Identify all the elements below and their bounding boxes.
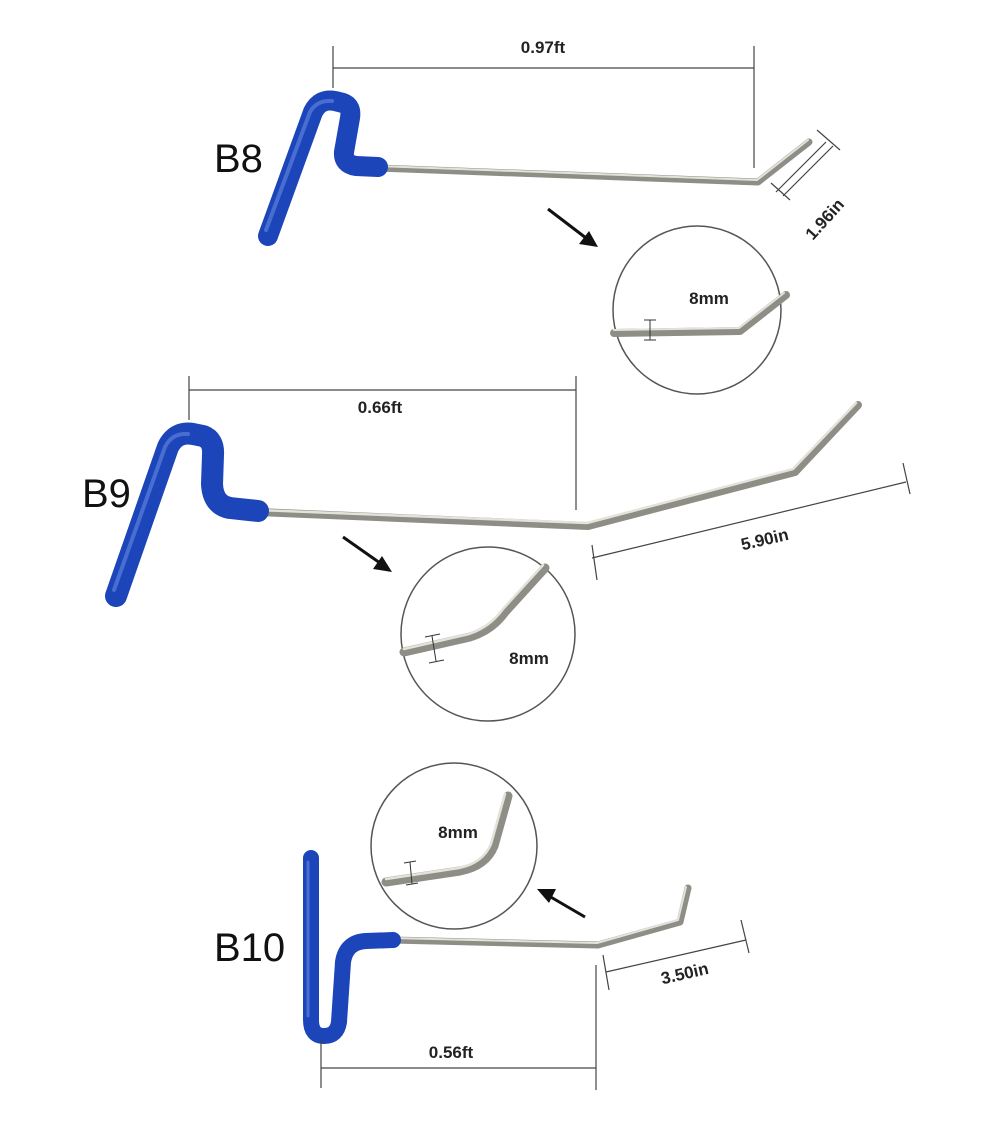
tip-length-label-b9: 5.90in [739,525,790,554]
arrow-b8 [547,207,598,247]
tool-b8: B8 0.97ft 1.96in [214,38,848,395]
length-dimension-b10: 0.56ft [320,965,597,1090]
zoom-circle-b10: 8mm [370,762,538,930]
tip-dimension-b10: 3.50in [602,919,750,991]
arrow-b9 [342,535,392,572]
length-label-b8: 0.97ft [521,38,566,57]
tool-label-b10: B10 [214,926,285,970]
diameter-label-b9: 8mm [509,649,549,668]
tool-label-b9: B9 [82,472,131,516]
tip-length-label-b10: 3.50in [659,959,710,988]
length-dimension-b9: 0.66ft [188,376,577,510]
zoom-circle-b8: 8mm [610,225,790,395]
diameter-label-b8: 8mm [689,289,729,308]
zoom-circle-b9: 8mm [399,546,576,722]
rod-b10 [388,884,692,949]
handle-b8 [258,90,388,246]
length-dimension-b8: 0.97ft [332,38,755,168]
length-label-b10: 0.56ft [429,1043,474,1062]
tip-dimension-b8: 1.96in [770,129,848,244]
tool-b10: B10 8mm 3 [214,762,750,1090]
tool-label-b8: B8 [214,137,263,181]
handle-b10 [303,850,401,1044]
handle-b9 [105,422,269,607]
rod-b8 [374,138,813,186]
length-label-b9: 0.66ft [358,398,403,417]
tool-b9: B9 0.66ft 5.90in [82,376,911,722]
tip-length-label-b8: 1.96in [802,195,848,244]
arrow-b10 [537,889,586,919]
diameter-label-b10: 8mm [438,823,478,842]
rod-b9 [254,401,862,530]
